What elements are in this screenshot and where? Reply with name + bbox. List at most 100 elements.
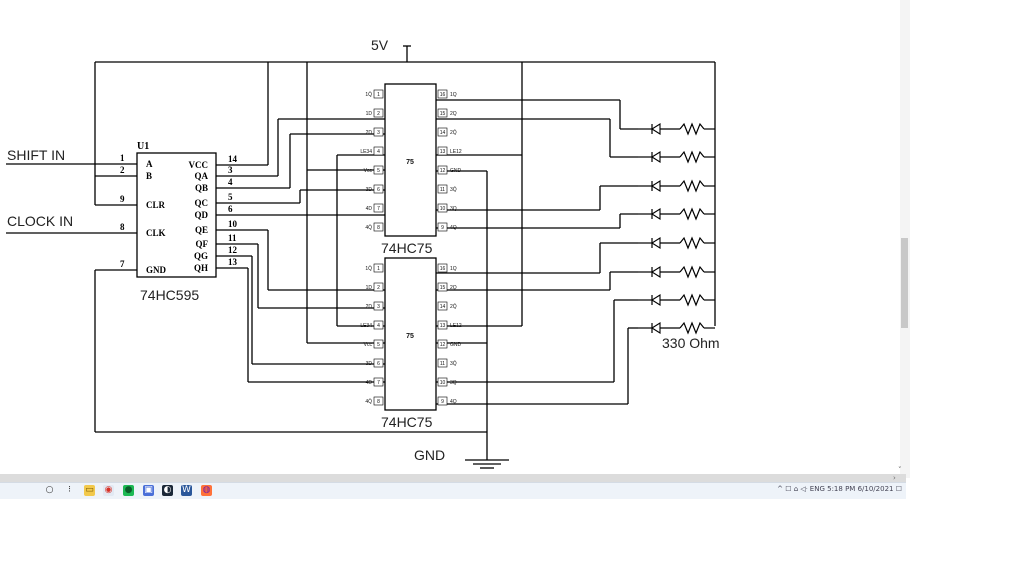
vertical-scroll-thumb[interactable] [901,238,908,328]
shift-register-pin-number: 6 [228,204,233,214]
led-resistor [638,321,715,335]
latch-pin-box [373,184,384,194]
latch-pin-number: 3 [377,130,380,136]
clock-date[interactable]: 6/10/2021 [857,485,894,493]
search-icon[interactable]: ○ [44,485,55,496]
tray-icons[interactable]: ^ ☐ ⌂ ◁ᐧ ENG [777,485,825,493]
latch-pin-box [373,108,384,118]
latch-pin-number: 5 [377,342,380,348]
shift-register-pin-number: 1 [120,153,125,163]
horizontal-scrollbar[interactable] [0,474,906,482]
resistor-icon [679,321,705,335]
latch-pin-name: 3Q [450,380,457,386]
file-explorer-icon[interactable]: ▭ [84,485,95,496]
led-icon [650,151,661,163]
resistor-icon [679,150,705,164]
shift-in-label: SHIFT IN [7,147,65,163]
led-icon [650,123,661,135]
shift-register-pin-name: B [146,171,152,181]
shift-register-pin-number: 4 [228,177,233,187]
latch-part: 74HC75 [381,240,433,256]
led-resistor [638,236,715,250]
latch-pin-name: 1D [366,285,373,291]
led-resistor [638,122,715,136]
clock-in-label: CLOCK IN [7,213,73,229]
latch-pin-name: LE12 [450,149,462,155]
latch-pin-name: 4D [366,380,373,386]
shift-register-pin-name: VCC [189,160,209,170]
latch-pin-name: 4Q̄ [365,398,372,405]
latch-pin-name: 3D [366,187,373,193]
latch-pin-number: 9 [441,399,444,405]
led-resistor [638,293,715,307]
chrome-icon[interactable]: ◉ [103,485,114,496]
latch-pin-name: 1D [366,111,373,117]
latch-pin-name: 2Q̄ [450,303,457,310]
system-tray[interactable]: ^ ☐ ⌂ ◁ᐧ ENG 5:18 PM 6/10/2021 ☐ [777,485,902,493]
latch-pin-name: 3Q̄ [450,186,457,193]
latch-pin-name: 2Q [450,285,457,291]
latch-pin-number: 6 [377,187,380,193]
latch-pin-name: 3D [366,361,373,367]
word-icon[interactable]: W [181,485,192,496]
shift-register-pin-number: 7 [120,259,125,269]
latch-pin-box [373,320,384,330]
latch-pin-number: 10 [440,206,446,212]
latch-pin-box [373,165,384,175]
latch-pin-number: 16 [440,266,446,272]
latch-pin-name: 2D [366,304,373,310]
shift-register-pin-name: QE [195,225,208,235]
latch-pin-name: LE12 [450,323,462,329]
shift-register-part: 74HC595 [140,287,199,303]
latch-body [384,257,437,411]
latch-pin-box [437,263,448,273]
store-icon[interactable]: ▣ [143,485,154,496]
latch-pin-box [373,358,384,368]
latch-pin-box [373,396,384,406]
latch-pin-number: 9 [441,225,444,231]
latch-pin-number: 1 [377,266,380,272]
latch-pin-name: 1Q [450,266,457,272]
latch-pin-name: 1Q [450,92,457,98]
latch-pin-box [437,146,448,156]
shift-register-pin-name: GND [146,265,167,275]
latch-pin-number: 12 [440,168,446,174]
shift-register-pin-number: 2 [120,165,125,175]
latch-pin-number: 2 [377,285,380,291]
spotify-icon[interactable]: ● [123,485,134,496]
resistor-icon [679,207,705,221]
shift-register-pin-name: QB [195,183,208,193]
latch-pin-box [437,301,448,311]
latch-part: 74HC75 [381,414,433,430]
latch-pin-name: 1Q̄ [365,91,372,98]
latch-pin-number: 15 [440,111,446,117]
latch-pin-name: 3Q [450,206,457,212]
latch-pin-number: 14 [440,130,446,136]
latch-pin-name: 2D [366,130,373,136]
led-icon [650,322,661,334]
latch-pin-box [437,89,448,99]
shift-register-pin-name: A [146,159,153,169]
latch-pin-box [373,263,384,273]
steam-icon[interactable]: ◐ [162,485,173,496]
scroll-down-icon[interactable]: ˅ [898,466,902,474]
clock-time[interactable]: 5:18 PM [827,485,856,493]
latch-pin-name: 4Q [450,225,457,231]
notification-icon[interactable]: ☐ [895,485,902,493]
latch-center-label: 75 [406,159,414,166]
latch-pin-number: 2 [377,111,380,117]
resistor-icon [679,236,705,250]
latch-pin-name: 4Q̄ [365,224,372,231]
latch-pin-number: 1 [377,92,380,98]
latch-pin-name: 1Q̄ [365,265,372,272]
latch-pin-box [373,282,384,292]
latch-pin-number: 7 [377,206,380,212]
task-view-icon[interactable]: ⁝ [64,485,75,496]
firefox-icon[interactable]: ◍ [201,485,212,496]
led-resistor [638,265,715,279]
wires [6,45,716,469]
scroll-right-icon[interactable]: › [893,474,896,482]
latch-pin-number: 6 [377,361,380,367]
shift-register-pin-number: 9 [120,194,125,204]
